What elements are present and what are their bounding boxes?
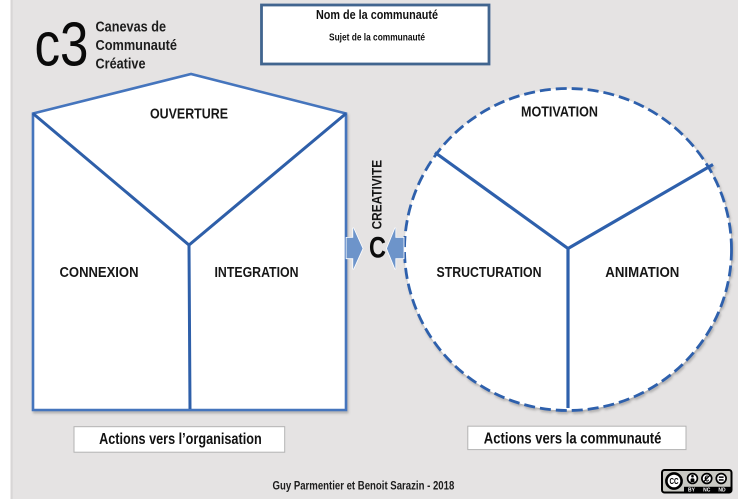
svg-text:c3: c3: [35, 9, 89, 79]
svg-text:ND: ND: [718, 488, 726, 494]
svg-text:Créative: Créative: [96, 57, 146, 73]
svg-text:C: C: [369, 231, 386, 264]
svg-text:Guy Parmentier et Benoit Saraz: Guy Parmentier et Benoit Sarazin - 2018: [273, 481, 455, 493]
svg-text:BY: BY: [688, 488, 696, 494]
svg-text:Canevas de: Canevas de: [96, 19, 167, 35]
svg-text:Actions vers la communauté: Actions vers la communauté: [484, 431, 662, 448]
svg-text:ANIMATION: ANIMATION: [605, 265, 679, 281]
svg-text:CC: CC: [670, 477, 679, 486]
svg-text:NC: NC: [703, 488, 711, 494]
svg-text:Sujet de la communauté: Sujet de la communauté: [329, 32, 425, 44]
svg-text:CONNEXION: CONNEXION: [60, 265, 139, 281]
svg-text:STRUCTURATION: STRUCTURATION: [437, 265, 542, 281]
svg-text:CREATIVITE: CREATIVITE: [368, 160, 384, 230]
svg-text:Nom de la communauté: Nom de la communauté: [316, 7, 438, 22]
svg-text:MOTIVATION: MOTIVATION: [521, 105, 598, 121]
svg-text:Communauté: Communauté: [96, 38, 178, 54]
svg-text:INTEGRATION: INTEGRATION: [215, 265, 299, 281]
svg-text:OUVERTURE: OUVERTURE: [150, 107, 228, 123]
svg-text:Actions vers l’organisation: Actions vers l’organisation: [99, 431, 262, 448]
